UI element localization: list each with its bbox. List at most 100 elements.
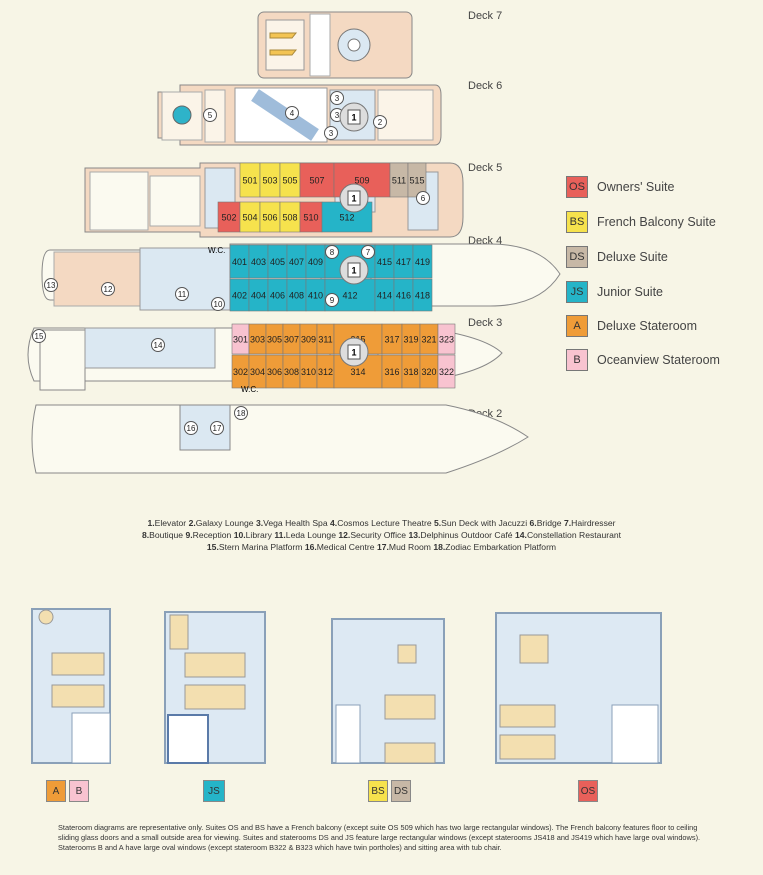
facility-marker-number: 16 [187,424,196,433]
deck-3: 301303305307309311315317319321323 302304… [27,323,503,391]
facility-key-number: 16. [304,542,317,552]
elevator-number: 1 [351,113,356,123]
facility-key-name: Elevator [154,518,189,528]
facility-key-name: Leda Lounge [285,530,339,540]
diagram-badge-js: JS [203,780,225,802]
cabin-number: 510 [303,213,318,223]
facility-key-number: 9. [185,530,193,540]
facility-key-name: Mud Room [388,542,434,552]
cabin-number: 404 [251,291,266,301]
legend-label-os: Owners' Suite [597,180,675,194]
facility-key-number: 6. [529,518,537,528]
cabin-number: 405 [270,257,285,267]
facility-key-number: 3. [255,518,264,528]
facility-marker-18 [234,406,248,420]
cabin-number: 311 [318,335,332,345]
facility-key-number: 13. [408,530,421,540]
facility-key-name: Constellation Restaurant [526,530,622,540]
facility-marker-number: 4 [290,109,295,118]
legend-swatch-b: B [566,349,588,371]
facility-marker-number: 7 [366,248,371,257]
elevator-number: 1 [351,194,356,204]
facility-key-name: Sun Deck with Jacuzzi [441,518,530,528]
cabin-number: 419 [415,257,430,267]
cabin-419 [412,244,433,279]
cabin-number: 312 [318,367,333,377]
facility-marker-number: 11 [178,290,187,299]
facility-key-number: 10. [233,530,246,540]
facility-key-line-2: 8.Boutique 9.Reception 10.Library 11.Led… [0,530,763,542]
facility-marker-number: 9 [330,296,335,305]
elevator-number: 1 [351,348,356,358]
cabin-number: 303 [250,335,265,345]
facility-marker-15 [32,329,46,343]
legend-label-js: Junior Suite [597,285,664,299]
facility-key-name: Medical Centre [316,542,377,552]
cabin-number: 502 [221,213,236,223]
facility-marker-7 [361,245,375,259]
facility-marker-number: 3 [335,94,340,103]
legend-item-french-balcony-suite: BS French Balcony Suite [566,210,716,234]
elevator-number: 1 [351,266,356,276]
cabin-number: 507 [309,176,324,186]
cabin-number: 414 [377,291,392,301]
facility-key-number: 11. [274,530,286,540]
facility-key-name: Galaxy Lounge [195,518,256,528]
facility-marker-8 [325,245,339,259]
facility-key-number: 12. [338,530,351,540]
cabin-number: 503 [262,176,277,186]
facility-key-number: 8. [141,530,150,540]
facility-key-number: 17. [376,542,389,552]
facility-marker-3 [324,126,338,140]
cabin-number: 307 [284,335,299,345]
cabin-322 [437,354,456,389]
cabin-number: 321 [421,335,436,345]
facility-key-name: Library [245,530,275,540]
facility-marker-3 [330,91,344,105]
cabin-number: 418 [415,291,430,301]
cabin-number: 506 [262,213,277,223]
deck-7 [257,11,413,79]
cabin-number: 323 [439,335,454,345]
legend-swatch-bs: BS [566,211,588,233]
diagram-badge-ds: DS [391,780,411,802]
facility-key-name: Vega Health Spa [263,518,331,528]
facility-marker-4 [285,106,299,120]
elevator-icon [347,109,361,125]
facility-marker-11 [175,287,189,301]
cabin-number: 314 [350,367,365,377]
facility-marker-number: 8 [330,248,335,257]
cabin-number: 316 [384,367,399,377]
facility-marker-10 [211,297,225,311]
diagram-badge-bs: BS [368,780,388,802]
diagram-js [164,611,266,764]
elevator-icon [347,190,361,206]
facility-key-name: Hairdresser [571,518,616,528]
cabin-number: 505 [282,176,297,186]
facility-marker-13 [44,278,58,292]
cabin-number: 504 [242,213,257,223]
facility-key-name: Delphinus Outdoor Café [420,530,515,540]
cabin-number: 304 [250,367,265,377]
facility-marker-14 [151,338,165,352]
facility-key-number: 7. [563,518,572,528]
facility-key-name: Zodiac Embarkation Platform [445,542,557,552]
cabin-number: 302 [233,367,248,377]
legend-item-deluxe-stateroom: A Deluxe Stateroom [566,314,697,338]
facility-key-number: 18. [433,542,446,552]
facility-marker-number: 10 [214,300,223,309]
facility-marker-number: 6 [421,194,426,203]
facility-marker-number: 14 [154,341,163,350]
cabin-number: 412 [342,291,357,301]
legend-label-b: Oceanview Stateroom [597,353,720,367]
facility-key-number: 4. [330,518,338,528]
cabin-number: 308 [284,367,299,377]
cabin-number: 415 [377,257,392,267]
cabin-number: 306 [267,367,282,377]
cabin-number: 309 [301,335,316,345]
facility-marker-number: 17 [213,424,222,433]
cabin-507 [299,162,335,198]
legend-swatch-a: A [566,315,588,337]
facility-key-name: Stern Marina Platform [218,542,305,552]
facility-key-number: 15. [206,542,219,552]
